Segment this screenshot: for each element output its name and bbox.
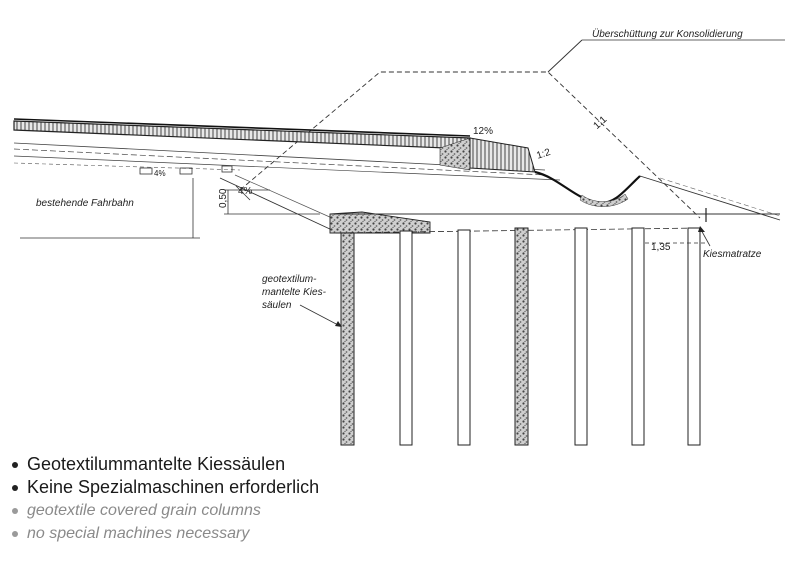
list-item: Keine Spezialmaschinen erforderlich bbox=[12, 476, 319, 499]
columns-label-line-2: mantelte Kies- bbox=[262, 287, 327, 298]
bullet-dot bbox=[12, 507, 18, 514]
dimension-135-label: 1,35 bbox=[651, 242, 671, 253]
road-marker bbox=[221, 165, 233, 173]
gravel-column bbox=[514, 227, 529, 446]
bullet-dot bbox=[12, 530, 18, 537]
bullet-text: Keine Spezialmaschinen erforderlich bbox=[27, 477, 320, 497]
gravel-mattress-left bbox=[329, 211, 431, 234]
ditch-gravel bbox=[579, 193, 629, 207]
columns-label: geotextilum- mantelte Kies- säulen bbox=[262, 274, 329, 311]
road-layer-line bbox=[13, 155, 561, 181]
existing-road-label: bestehende Fahrbahn bbox=[36, 198, 134, 209]
list-item: no special machines necessary bbox=[12, 522, 319, 545]
surcharge-label: Überschüttung zur Konsolidierung bbox=[592, 28, 743, 40]
ground-line bbox=[659, 177, 781, 217]
road-marker bbox=[179, 167, 193, 175]
mattress-arrow bbox=[698, 226, 705, 232]
list-item: Geotextilummantelte Kiessäulen bbox=[12, 453, 319, 476]
road-layer-line bbox=[13, 148, 546, 176]
columns-label-line-1: geotextilum- bbox=[262, 274, 317, 285]
slope-12-pct-label: 12% bbox=[473, 126, 493, 137]
columns-arrow bbox=[335, 321, 342, 327]
pavement-top-line bbox=[13, 118, 471, 137]
ground-line bbox=[639, 175, 781, 221]
curb-block bbox=[469, 137, 536, 173]
gravel-mattress-label: Kiesmatratze bbox=[703, 249, 762, 260]
slope-4-leader bbox=[235, 185, 251, 201]
columns-label-line-3: säulen bbox=[262, 300, 292, 311]
gravel-column bbox=[340, 232, 355, 446]
column bbox=[631, 227, 645, 446]
embankment-slope bbox=[219, 177, 333, 231]
bullet-text: no special machines necessary bbox=[27, 525, 250, 542]
road-layer-line bbox=[13, 162, 241, 171]
slope-4-pct-label: 4% bbox=[238, 186, 253, 197]
surcharge-leader bbox=[547, 39, 583, 73]
slope-4-pct-small-label: 4% bbox=[154, 169, 166, 178]
column bbox=[574, 227, 588, 446]
embankment-slope bbox=[234, 174, 333, 219]
cross-section-drawing: Überschüttung zur Konsolidierung 1:1 12%… bbox=[13, 28, 785, 446]
list-item: geotextile covered grain columns bbox=[12, 499, 319, 522]
bullet-text: geotextile covered grain columns bbox=[27, 502, 261, 519]
shoulder-gravel bbox=[439, 137, 471, 171]
column bbox=[457, 229, 471, 446]
surcharge-outline bbox=[239, 71, 701, 219]
bullet-dot bbox=[12, 461, 18, 468]
columns-leader bbox=[299, 304, 341, 327]
road-marker bbox=[139, 167, 153, 175]
dimension-050-label: 0,50 bbox=[218, 188, 229, 208]
column bbox=[687, 227, 701, 446]
column bbox=[399, 230, 413, 446]
bullet-dot bbox=[12, 484, 18, 491]
existing-pavement bbox=[13, 120, 471, 150]
slope-1-2-label: 1:2 bbox=[535, 147, 552, 162]
bullet-text: Geotextilummantelte Kiessäulen bbox=[27, 454, 286, 474]
feature-list: Geotextilummantelte Kiessäulen Keine Spe… bbox=[12, 453, 319, 545]
